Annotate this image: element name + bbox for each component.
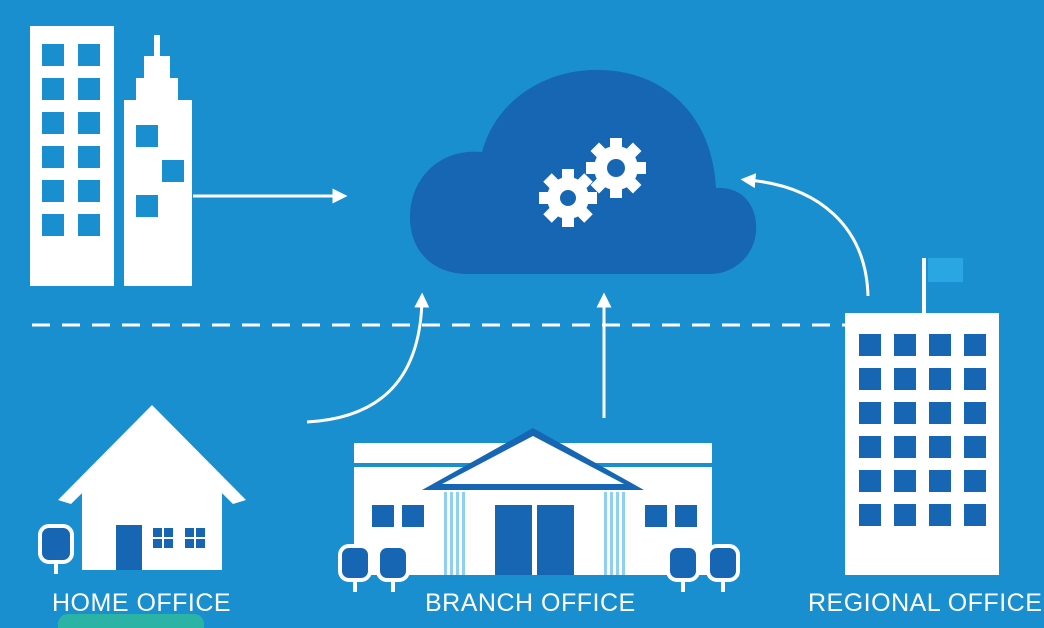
gear-small-icon <box>539 169 597 227</box>
tree-icon <box>666 544 740 592</box>
house-window <box>153 528 205 548</box>
regional-to-cloud-arrow <box>740 173 870 297</box>
branch-office-label: BRANCH OFFICE <box>425 589 636 617</box>
branch-door-left <box>495 505 532 575</box>
regional-office-label: REGIONAL OFFICE <box>808 589 1043 617</box>
house-door <box>116 525 142 570</box>
office-towers-icon <box>30 26 192 286</box>
flag-icon <box>928 258 963 282</box>
branch-building-icon <box>338 428 740 592</box>
accent-tab <box>58 614 204 628</box>
tree-icon <box>38 524 74 574</box>
home-office-label: HOME OFFICE <box>52 589 232 617</box>
gear-large-icon <box>586 138 646 198</box>
regional-building-icon <box>845 258 999 575</box>
cloud-gears-icon <box>410 69 757 274</box>
branch-door-right <box>537 505 574 575</box>
tree-icon <box>338 544 410 592</box>
house-icon <box>38 405 246 574</box>
home-to-cloud-arrow <box>306 292 430 424</box>
